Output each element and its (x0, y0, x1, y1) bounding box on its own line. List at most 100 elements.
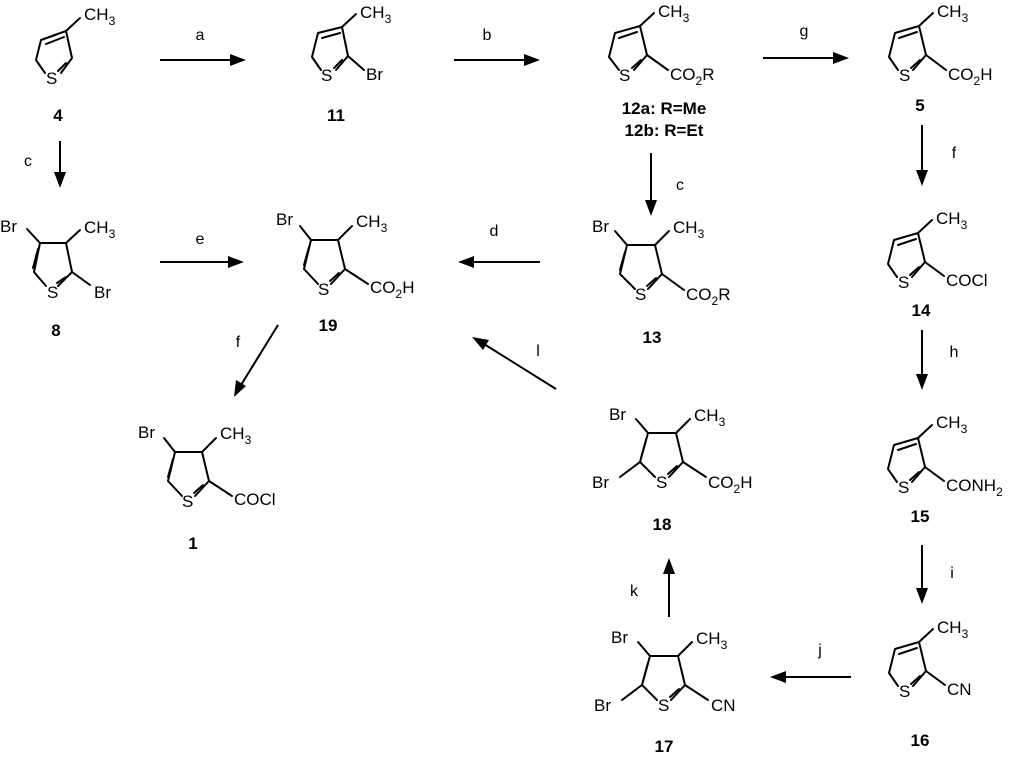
bromo-group: Br (592, 217, 609, 236)
methyl-group: CH3 (658, 2, 690, 25)
compound-number-4: 4 (53, 106, 63, 125)
sulfur-atom: S (46, 69, 57, 88)
acyl-chloride-group: COCl (234, 490, 276, 509)
bromo-group: Br (138, 423, 155, 442)
arrow-e: e (160, 231, 244, 268)
compound-number-16: 16 (911, 731, 930, 750)
amide-group: CONH2 (946, 476, 1003, 499)
methyl-group: CH3 (360, 3, 392, 26)
reagent-label-i: i (950, 565, 954, 582)
sulfur-atom: S (656, 473, 667, 492)
compound-number-14: 14 (912, 301, 931, 320)
methyl-group: CH3 (356, 212, 388, 235)
ester-group: CO2R (686, 285, 730, 308)
sulfur-atom: S (899, 66, 910, 85)
arrow-c-middle: c (645, 153, 684, 216)
compound-number-12b: 12b: R=Et (625, 121, 704, 140)
methyl-group: CH3 (694, 406, 726, 429)
methyl-group: CH3 (937, 618, 969, 641)
reagent-label-l: l (536, 343, 540, 360)
reagent-label-c-left: c (24, 153, 32, 170)
sulfur-atom: S (898, 478, 909, 497)
arrow-g: g (763, 23, 849, 64)
compound-12: S CH3 CO2R 12a: R=Me 12b: R=Et (608, 2, 714, 140)
nitrile-group: CN (947, 680, 972, 699)
compound-18: S Br Br CH3 CO2H 18 (592, 405, 752, 534)
reagent-label-f-bottom: f (236, 334, 241, 351)
compound-number-18: 18 (653, 515, 672, 534)
arrow-d: d (458, 223, 540, 268)
methyl-group: CH3 (84, 218, 116, 241)
compound-8: S Br CH3 Br 8 (0, 217, 116, 340)
compound-number-15: 15 (911, 507, 930, 526)
compound-13: S Br CH3 CO2R 13 (592, 217, 730, 347)
methyl-group: CH3 (220, 424, 252, 447)
arrow-b: b (454, 27, 540, 66)
reagent-label-g: g (800, 23, 809, 40)
methyl-group: CH3 (696, 629, 728, 652)
bromo-group: Br (366, 65, 383, 84)
bromo-group-5: Br (594, 696, 611, 715)
bromo-group-5: Br (592, 473, 609, 492)
compound-16: S CH3 CN 16 (888, 618, 972, 750)
compound-17: S Br Br CH3 CN 17 (594, 628, 736, 756)
arrow-h: h (916, 330, 958, 390)
reagent-label-b: b (483, 27, 492, 44)
methyl-group: CH3 (937, 2, 969, 25)
reagent-label-h: h (950, 344, 959, 361)
arrow-k: k (630, 558, 675, 617)
arrow-i: i (916, 545, 954, 604)
carboxylic-acid-group: CO2H (708, 473, 752, 496)
sulfur-atom: S (898, 273, 909, 292)
compound-number-17: 17 (655, 737, 674, 756)
sulfur-atom: S (182, 492, 193, 511)
compound-5: S CH3 CO2H 5 (888, 2, 992, 115)
arrow-j: j (770, 642, 851, 683)
bromo-group: Br (276, 210, 293, 229)
compound-11: S CH3 Br 11 (311, 3, 392, 125)
methyl-group: CH3 (673, 218, 705, 241)
bromo-group-4: Br (611, 628, 628, 647)
ester-group: CO2R (670, 65, 714, 88)
reagent-label-f-top: f (952, 145, 957, 162)
carboxylic-acid-group: CO2H (370, 278, 414, 301)
reagent-label-c-middle: c (676, 177, 684, 194)
reagent-label-d: d (490, 223, 499, 240)
bromo-group-4: Br (609, 405, 626, 424)
sulfur-atom: S (619, 66, 630, 85)
compound-number-11: 11 (327, 106, 345, 125)
compound-number-8: 8 (51, 321, 60, 340)
compound-number-12a: 12a: R=Me (622, 99, 707, 118)
reagent-label-j: j (817, 642, 822, 659)
carboxylic-acid-group: CO2H (948, 65, 992, 88)
sulfur-atom: S (318, 280, 329, 299)
arrow-l: l (472, 337, 557, 390)
compound-number-13: 13 (643, 328, 662, 347)
reagent-label-a: a (196, 27, 205, 44)
nitrile-group: CN (711, 696, 736, 715)
methyl-group: CH3 (84, 5, 116, 28)
methyl-group: CH3 (936, 209, 968, 232)
acyl-chloride-group: COCl (946, 271, 988, 290)
arrow-f-top: f (916, 125, 957, 186)
compound-number-19: 19 (319, 316, 338, 335)
arrow-a: a (160, 27, 246, 66)
compound-14: S CH3 COCl 14 (887, 209, 988, 320)
bromo-group-2: Br (94, 283, 111, 302)
compound-19: S Br CH3 CO2H 19 (276, 210, 414, 335)
sulfur-atom: S (899, 682, 910, 701)
compound-number-5: 5 (915, 96, 924, 115)
reagent-label-e: e (196, 231, 205, 248)
bromo-group-4: Br (0, 217, 17, 236)
sulfur-atom: S (47, 283, 58, 302)
compound-1: S Br CH3 COCl 1 (138, 423, 276, 553)
reagent-label-k: k (630, 583, 639, 600)
sulfur-atom: S (635, 285, 646, 304)
sulfur-atom: S (658, 696, 669, 715)
arrow-f-bottom: f (234, 324, 279, 397)
compound-4: S CH3 4 (35, 5, 116, 125)
sulfur-atom: S (321, 66, 332, 85)
methyl-group: CH3 (936, 413, 968, 436)
arrow-c-left: c (24, 141, 66, 188)
